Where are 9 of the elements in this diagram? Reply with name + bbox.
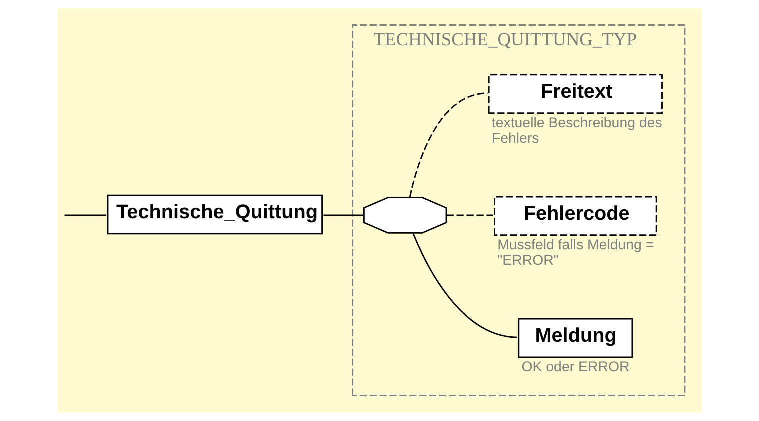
node-label: OK oder ERROR (521, 360, 630, 376)
connector (64, 214, 106, 216)
connector (323, 214, 364, 216)
node-label: textuelle Beschreibung des Fehlers (491, 115, 662, 148)
connector (446, 214, 493, 216)
connector (412, 233, 518, 338)
node-label: Mussfeld falls Meldung = "ERROR" (497, 238, 654, 270)
node-octagon (362, 197, 447, 234)
connector (408, 92, 488, 198)
